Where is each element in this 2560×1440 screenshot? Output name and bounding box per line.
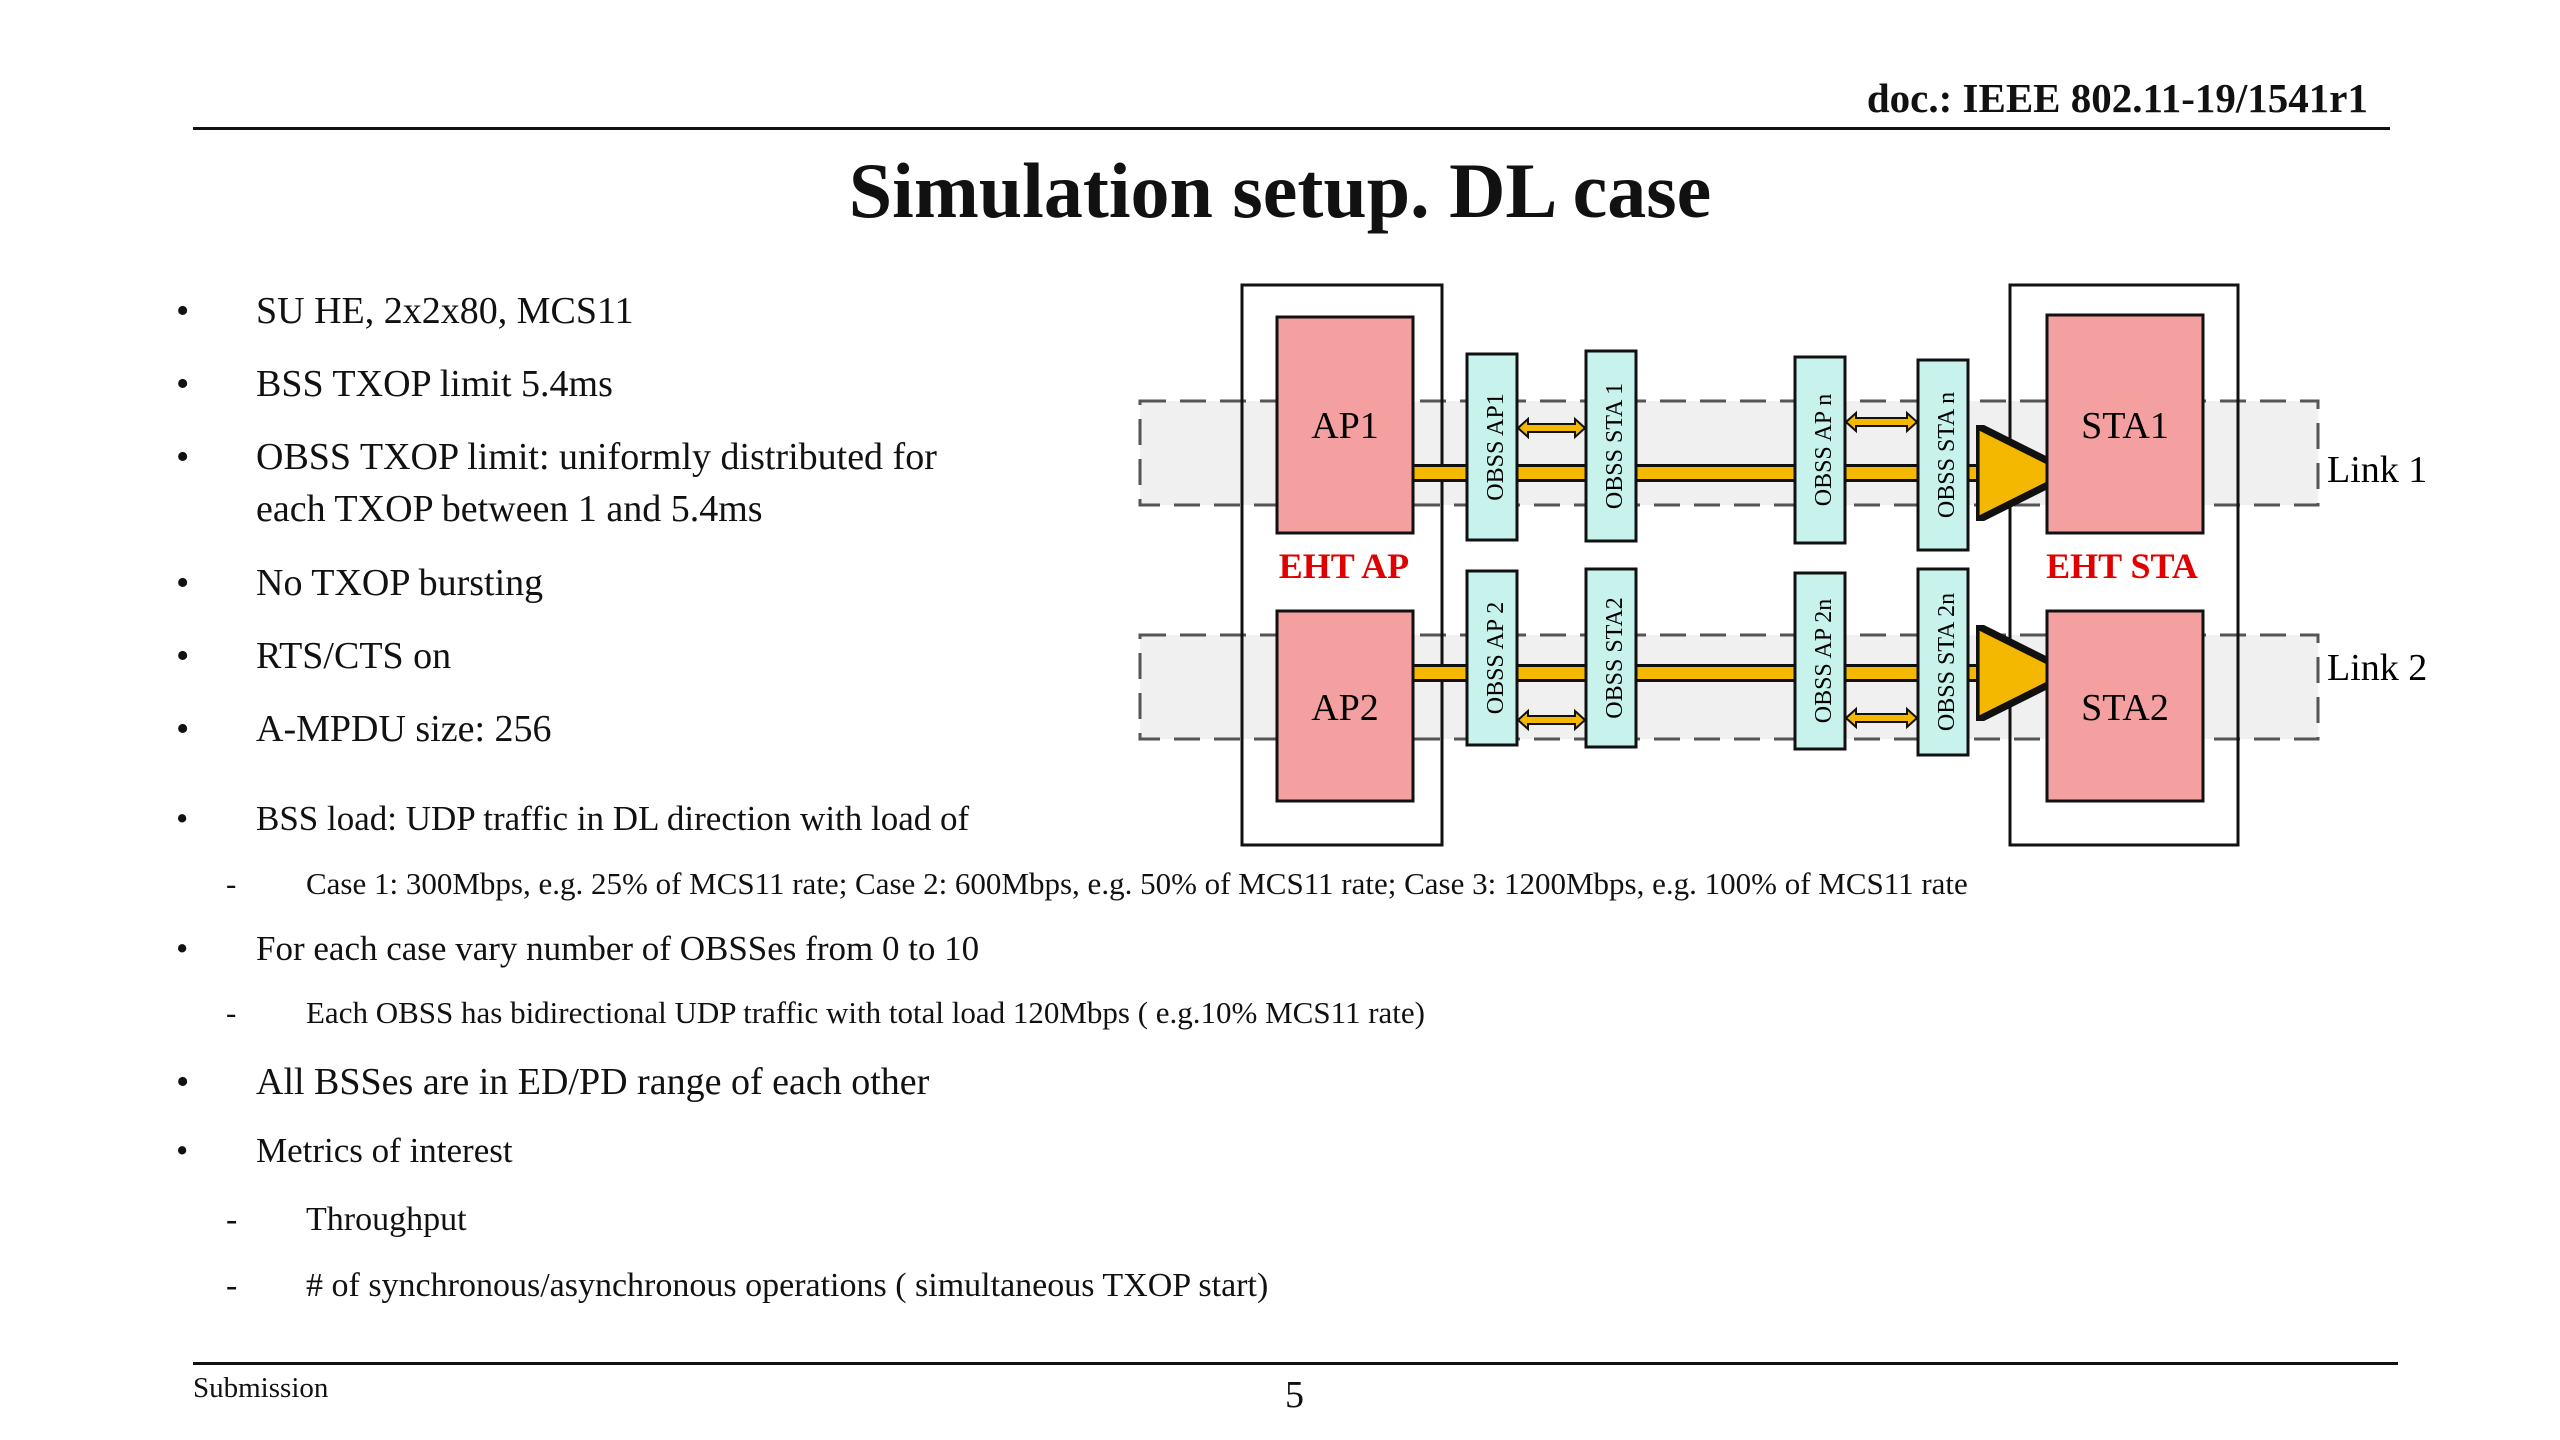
bullet-text: RTS/CTS on [256, 635, 452, 677]
obss-label: OBSS STA2 [1602, 597, 1628, 718]
bullet-item: • A-MPDU size: 256 [176, 707, 552, 753]
bullet-marker: • [176, 799, 189, 838]
obss-label: OBSS AP1 [1483, 393, 1509, 500]
sub-item-text: # of synchronous/asynchronous operations… [306, 1267, 1269, 1304]
sub-item: - Throughput [226, 1200, 467, 1241]
bullet-item: • BSS load: UDP traffic in DL direction … [176, 798, 970, 840]
bullet-marker: • [176, 929, 189, 968]
bullet-text: BSS TXOP limit 5.4ms [256, 363, 613, 405]
bullet-marker: • [176, 708, 190, 750]
obss-link-arrow [1516, 708, 1587, 732]
dash-marker: - [226, 1267, 238, 1304]
slide-title: Simulation setup. DL case [848, 147, 1712, 234]
obss-link-arrow [1516, 416, 1587, 440]
obss-label: OBSS STA 1 [1602, 383, 1628, 509]
page-number: 5 [1285, 1374, 1304, 1416]
eht-ap-container [1240, 283, 1444, 847]
sub-item-text: Throughput [306, 1201, 467, 1238]
obss-box [1793, 571, 1847, 751]
bullet-marker: • [176, 562, 190, 604]
bullet-item: • No TXOP bursting [176, 561, 544, 607]
bullet-item: • BSS TXOP limit 5.4ms [176, 362, 613, 408]
dash-marker: - [226, 995, 237, 1030]
obss-box [1584, 567, 1638, 749]
dash-marker: - [226, 1201, 238, 1238]
sub-item: - Case 1: 300Mbps, e.g. 25% of MCS11 rat… [226, 865, 1968, 902]
obss-box [1465, 569, 1519, 747]
dash-marker: - [226, 866, 237, 901]
bullet-text: A-MPDU size: 256 [256, 708, 552, 750]
bullet-item: • RTS/CTS on [176, 634, 452, 680]
sta2-box [2045, 609, 2205, 803]
bullet-text: All BSSes are in ED/PD range of each oth… [256, 1061, 930, 1103]
bullet-text: SU HE, 2x2x80, MCS11 [256, 290, 634, 332]
obss-label: OBSS STA n [1934, 392, 1960, 518]
ap2-label: AP2 [1311, 687, 1379, 729]
obss-label: OBSS AP 2n [1811, 599, 1837, 724]
footer-rule [193, 1362, 2398, 1365]
obss-box [1584, 349, 1638, 543]
eht-sta-label: EHT STA [2046, 546, 2198, 586]
bullet-marker: • [176, 436, 190, 478]
bullet-marker: • [176, 635, 190, 677]
obss-label: OBSS AP n [1811, 394, 1837, 507]
bullet-text: Metrics of interest [256, 1131, 513, 1170]
bullet-item: • Metrics of interest [176, 1130, 513, 1172]
sub-item-text: Case 1: 300Mbps, e.g. 25% of MCS11 rate;… [306, 866, 1968, 901]
bullet-marker: • [176, 363, 190, 405]
network-diagram: AP1 AP2 STA1 STA2 EHT AP EHT STA OBSS AP… [1138, 283, 2427, 847]
header-rule [193, 127, 2390, 130]
bullet-item: • SU HE, 2x2x80, MCS11 [176, 289, 634, 335]
eht-ap-label: EHT AP [1279, 546, 1409, 586]
eht-sta-container [2008, 283, 2240, 847]
bullet-text: No TXOP bursting [256, 562, 544, 604]
obss-box [1916, 567, 1970, 757]
bullet-text: OBSS TXOP limit: uniformly distributed f… [256, 436, 937, 478]
obss-box [1916, 358, 1970, 552]
bullet-item: • All BSSes are in ED/PD range of each o… [176, 1060, 930, 1106]
footer-submission: Submission [193, 1372, 329, 1404]
ap1-label: AP1 [1311, 405, 1379, 447]
bullet-text: BSS load: UDP traffic in DL direction wi… [256, 799, 970, 838]
sta1-label: STA1 [2081, 405, 2169, 447]
bullet-marker: • [176, 1131, 189, 1170]
obss-label: OBSS AP 2 [1483, 602, 1509, 715]
obss-label: OBSS STA 2n [1934, 593, 1960, 731]
obss-box [1793, 355, 1847, 545]
obss-link-arrow [1844, 410, 1919, 434]
link-1-label: Link 1 [2327, 449, 2427, 491]
ap2-box [1275, 609, 1415, 803]
sub-item: - # of synchronous/asynchronous operatio… [226, 1266, 1269, 1307]
sta1-box [2045, 313, 2205, 535]
obss-box [1465, 352, 1519, 542]
sub-item-text: Each OBSS has bidirectional UDP traffic … [306, 995, 1425, 1030]
bullet-item: • For each case vary number of OBSSes fr… [176, 928, 980, 970]
sta2-label: STA2 [2081, 687, 2169, 729]
bullet-text: For each case vary number of OBSSes from… [256, 929, 980, 968]
obss-link-arrow [1844, 706, 1919, 730]
sub-item: - Each OBSS has bidirectional UDP traffi… [226, 994, 1425, 1031]
document-id: doc.: IEEE 802.11-19/1541r1 [1866, 75, 2368, 121]
bullet-marker: • [176, 1061, 190, 1103]
bullet-item-continuation: each TXOP between 1 and 5.4ms [256, 487, 763, 533]
ap1-box [1275, 315, 1415, 535]
link-2-label: Link 2 [2327, 647, 2427, 689]
bullet-marker: • [176, 290, 190, 332]
bullet-item: • OBSS TXOP limit: uniformly distributed… [176, 435, 937, 481]
bullet-text: each TXOP between 1 and 5.4ms [256, 488, 763, 530]
